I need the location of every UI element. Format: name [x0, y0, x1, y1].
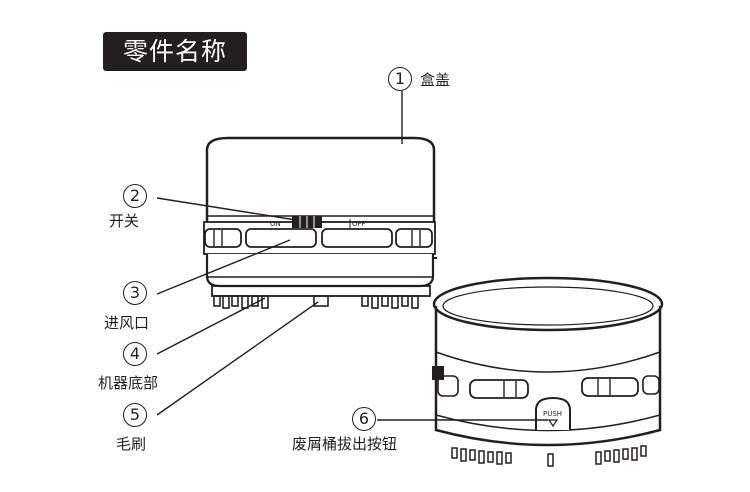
- leader-3: [156, 239, 291, 295]
- leader-2: [156, 197, 297, 221]
- bristles-front: [213, 295, 419, 309]
- page-title: 零件名称: [122, 37, 227, 66]
- vent-right: [395, 228, 433, 248]
- switch-on-label: ON: [270, 220, 281, 228]
- callout-label-5: 毛刷: [116, 435, 147, 453]
- push-button: [535, 396, 571, 430]
- front-view-device: [203, 136, 437, 309]
- angled-view-device: [432, 276, 664, 467]
- leader-5: [156, 301, 319, 416]
- leader-lines: [156, 91, 548, 421]
- vent-center-left: [245, 228, 317, 248]
- bristles-angled: [451, 445, 647, 467]
- top-rim: [432, 276, 664, 332]
- callout-label-1: 盒盖: [420, 71, 451, 89]
- callout-label-3: 进风口: [104, 314, 150, 332]
- switch-off-label: OFF: [352, 220, 366, 228]
- callout-number-6: 6: [352, 407, 376, 431]
- callout-number-3: 3: [123, 281, 147, 305]
- callout-label-4: 机器底部: [98, 374, 159, 392]
- lid-shape: [205, 136, 436, 222]
- callout-number-5: 5: [123, 403, 147, 427]
- title-box: 零件名称: [103, 32, 247, 71]
- callout-label-2: 开关: [109, 212, 140, 230]
- body-lower: [205, 254, 435, 288]
- vent-left: [204, 228, 242, 248]
- base: [211, 285, 431, 297]
- angled-body: [434, 306, 662, 447]
- push-label: PUSH: [543, 410, 562, 418]
- callout-number-2: 2: [123, 184, 147, 208]
- callout-number-4: 4: [123, 342, 147, 366]
- vent-center-right: [321, 228, 393, 248]
- leader-4: [156, 297, 266, 355]
- callout-label-6: 废屑桶拔出按钮: [292, 435, 398, 453]
- callout-number-1: 1: [388, 67, 412, 91]
